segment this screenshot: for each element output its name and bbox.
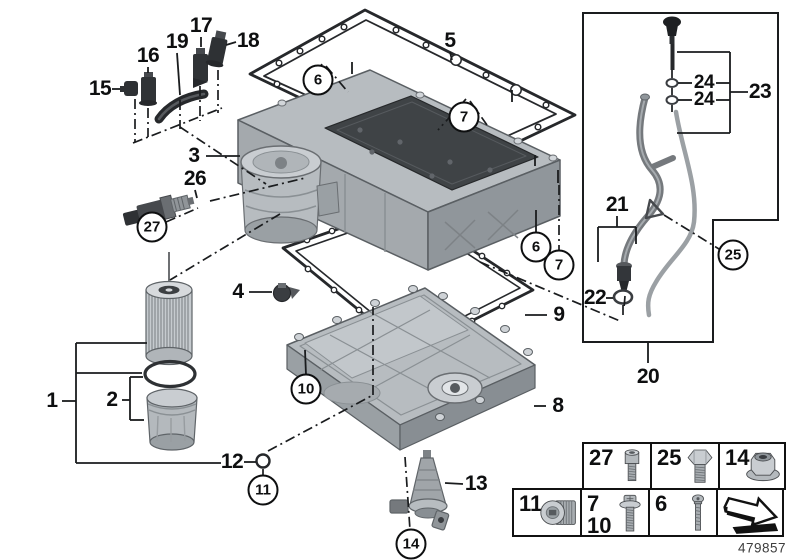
dipstick-tube (645, 109, 697, 318)
callout-19[interactable]: 19 (165, 30, 189, 53)
filter-o-ring (143, 359, 197, 389)
direction-arrow-icon (723, 496, 779, 534)
legend-cell-27[interactable]: 27 (582, 442, 652, 490)
callout-circled-6a[interactable]: 6 (302, 64, 334, 96)
sensor-17 (193, 48, 208, 88)
callout-4[interactable]: 4 (232, 280, 244, 303)
sensor-18 (205, 30, 228, 68)
dipstick-handle (663, 16, 681, 28)
legend-num-6: 6 (655, 491, 668, 516)
drain-plug-icon (540, 500, 576, 525)
flange-nut-icon (746, 452, 780, 482)
callout-circled-11[interactable]: 11 (247, 474, 279, 506)
o-ring-12 (255, 453, 271, 469)
hose-19 (154, 89, 209, 124)
callout-22[interactable]: 22 (583, 286, 607, 309)
callout-9[interactable]: 9 (553, 303, 565, 326)
sensor-4 (272, 283, 300, 303)
dipstick-detail-box (582, 12, 779, 343)
socket-head-screw-icon (624, 449, 640, 482)
legend-num-7: 7 (587, 491, 600, 516)
filter-cap (146, 388, 198, 451)
oil-filter-element (145, 252, 193, 366)
callout-3[interactable]: 3 (188, 144, 200, 167)
oil-level-sensor-13 (389, 450, 450, 531)
callout-24b[interactable]: 24 (693, 89, 715, 110)
legend-row-1: 27 25 14 (582, 442, 786, 490)
leader-lines-solid (62, 37, 748, 485)
legend-cell-25[interactable]: 25 (650, 442, 720, 490)
callout-circled-10[interactable]: 10 (290, 373, 322, 405)
lower-oil-pan (286, 285, 536, 451)
legend-num-14: 14 (725, 445, 750, 470)
legend-num-25: 25 (657, 445, 682, 470)
callout-24a[interactable]: 24 (693, 72, 715, 93)
sensor-16 (139, 72, 157, 106)
callout-13[interactable]: 13 (464, 472, 488, 495)
callout-8[interactable]: 8 (552, 394, 564, 417)
callout-circled-25[interactable]: 25 (717, 239, 749, 271)
dipstick-20 (612, 16, 697, 318)
sensor-15 (120, 81, 138, 96)
legend-row-2: 11 7 10 6 (512, 488, 784, 538)
callout-20[interactable]: 20 (636, 365, 660, 388)
oil-filter-housing (240, 145, 340, 244)
legend-num-10: 10 (587, 513, 612, 538)
seal-ring-24b (665, 95, 679, 105)
screw-with-washer-icon (619, 494, 641, 532)
callout-15[interactable]: 15 (88, 77, 112, 100)
legend-cell-14[interactable]: 14 (718, 442, 786, 490)
baffle-plate (324, 95, 539, 191)
legend-num-11: 11 (519, 491, 543, 516)
callout-circled-7a[interactable]: 7 (448, 101, 480, 133)
callout-12[interactable]: 12 (220, 450, 244, 473)
callout-23[interactable]: 23 (748, 80, 772, 103)
hex-bolt-icon (687, 449, 713, 483)
callout-17[interactable]: 17 (189, 14, 213, 37)
small-screw-icon (692, 494, 704, 531)
legend-cell-7-10[interactable]: 7 10 (580, 488, 650, 538)
legend-num-27: 27 (589, 445, 614, 470)
callout-2[interactable]: 2 (106, 388, 118, 411)
callout-21[interactable]: 21 (605, 193, 629, 216)
tube-clip-25 (644, 198, 665, 220)
callout-circled-14[interactable]: 14 (395, 528, 427, 560)
seal-ring-24a (665, 78, 679, 88)
legend-cell-6[interactable]: 6 (648, 488, 718, 537)
callout-1[interactable]: 1 (46, 389, 58, 412)
legend-cell-arrow[interactable] (716, 488, 784, 537)
tube-fitting-21 (617, 266, 631, 281)
legend-cell-11[interactable]: 11 (512, 488, 582, 537)
doc-number: 479857 (737, 540, 787, 556)
callout-18[interactable]: 18 (236, 29, 260, 52)
callout-16[interactable]: 16 (136, 44, 160, 67)
callout-circled-27[interactable]: 27 (136, 211, 168, 243)
o-ring-22 (612, 289, 634, 305)
callout-circled-7b[interactable]: 7 (543, 249, 575, 281)
callout-26[interactable]: 26 (183, 167, 207, 190)
callout-5[interactable]: 5 (444, 29, 456, 52)
